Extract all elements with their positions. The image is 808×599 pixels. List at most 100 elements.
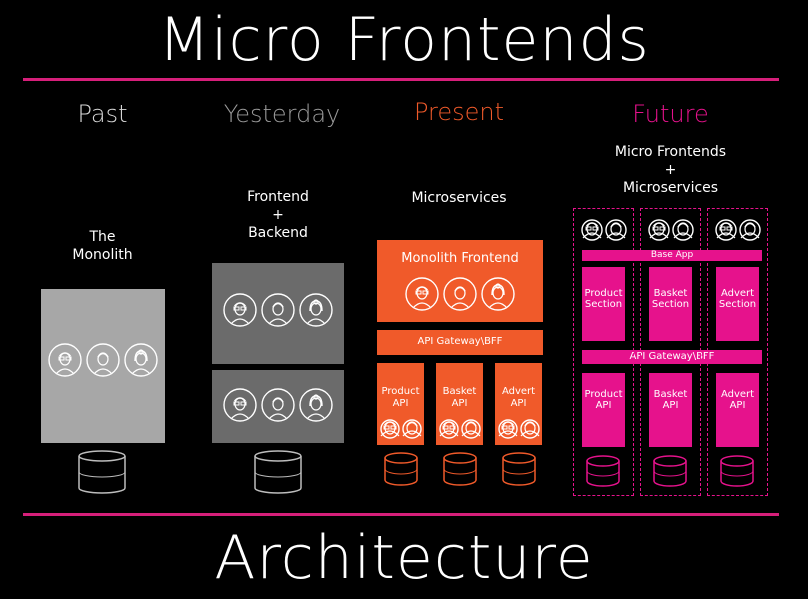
- monolith-block: [41, 289, 165, 443]
- api-block: [649, 373, 692, 447]
- future-label-line2: +: [664, 162, 677, 178]
- service-label-line1: Product: [381, 386, 420, 397]
- api-label-line1: Product: [584, 389, 623, 400]
- era-past: Past: [77, 100, 128, 128]
- person-icon: [404, 276, 440, 312]
- present-label: Microservices: [411, 190, 507, 206]
- database-icon: [254, 450, 302, 494]
- bottom-divider: [23, 513, 779, 516]
- service-label-line2: API: [392, 398, 409, 409]
- person-icon: [260, 387, 296, 423]
- person-icon: [401, 418, 423, 440]
- monolith-frontend-label: Monolith Frontend: [401, 251, 519, 266]
- era-future: Future: [632, 100, 709, 128]
- service-label-line2: API: [451, 398, 468, 409]
- person-icon: [604, 218, 628, 242]
- api-label-line2: API: [662, 400, 679, 411]
- top-divider: [23, 78, 779, 81]
- section-label-line1: Basket: [653, 288, 688, 299]
- past-label-line2: Monolith: [72, 247, 133, 263]
- database-icon: [384, 452, 418, 486]
- future-team-icons: [573, 216, 634, 244]
- future-label-line1: Micro Frontends: [614, 144, 727, 160]
- service-team-icons: [436, 417, 483, 441]
- section-block: [649, 267, 692, 341]
- person-icon: [298, 292, 334, 328]
- person-icon: [47, 342, 83, 378]
- person-icon: [260, 292, 296, 328]
- footer-title: Architecture: [214, 523, 594, 593]
- service-label-line1: Basket: [442, 386, 477, 397]
- database-icon: [720, 455, 754, 487]
- yesterday-label-line3: Backend: [248, 225, 308, 241]
- frontend-team-icons: [212, 288, 344, 332]
- person-icon: [480, 276, 516, 312]
- database-icon: [586, 455, 620, 487]
- person-icon: [438, 418, 460, 440]
- api-label-line2: API: [729, 400, 746, 411]
- base-app-label: Base App: [650, 250, 694, 260]
- future-gateway-bar: [582, 350, 762, 364]
- service-label-line1: Advert: [501, 386, 536, 397]
- section-label-line2: Section: [718, 299, 757, 310]
- service-label-line2: API: [510, 398, 527, 409]
- section-label-line1: Product: [584, 288, 623, 299]
- person-icon: [738, 218, 762, 242]
- database-icon: [78, 450, 126, 494]
- section-label-line2: Section: [584, 299, 623, 310]
- person-icon: [442, 276, 478, 312]
- api-label-line2: API: [595, 400, 612, 411]
- service-team-icons: [495, 417, 542, 441]
- database-icon: [653, 455, 687, 487]
- future-lane-border: [640, 208, 701, 496]
- future-lane-border: [573, 208, 634, 496]
- person-icon: [580, 218, 604, 242]
- person-icon: [519, 418, 541, 440]
- monolith-frontend-block: [377, 240, 543, 322]
- database-icon: [502, 452, 536, 486]
- future-team-icons: [640, 216, 701, 244]
- person-icon: [497, 418, 519, 440]
- era-yesterday: Yesterday: [223, 100, 341, 128]
- person-icon: [222, 292, 258, 328]
- yesterday-label-line1: Frontend: [247, 189, 309, 205]
- page-title: Micro Frontends: [158, 5, 650, 75]
- section-label-line1: Advert: [720, 288, 755, 299]
- present-gateway-label: API Gateway\BFF: [417, 336, 503, 347]
- era-present: Present: [413, 98, 505, 126]
- person-icon: [298, 387, 334, 423]
- section-block: [716, 267, 759, 341]
- past-label-line1: The: [89, 229, 116, 245]
- service-team-icons: [377, 417, 424, 441]
- present-gateway-block: [377, 330, 543, 355]
- section-label-line2: Section: [651, 299, 690, 310]
- person-icon: [222, 387, 258, 423]
- backend-team-icons: [212, 383, 344, 427]
- api-block: [582, 373, 625, 447]
- future-label-line3: Microservices: [622, 180, 719, 196]
- api-block: [716, 373, 759, 447]
- database-icon: [443, 452, 477, 486]
- person-icon: [647, 218, 671, 242]
- past-team-icons: [41, 338, 165, 382]
- section-block: [582, 267, 625, 341]
- frontend-block: [212, 263, 344, 364]
- person-icon: [123, 342, 159, 378]
- person-icon: [379, 418, 401, 440]
- base-app-bar: [582, 250, 762, 261]
- future-gateway-label: API Gateway\BFF: [629, 351, 715, 362]
- yesterday-label-line2: +: [272, 207, 284, 223]
- api-label-line1: Advert: [720, 389, 755, 400]
- future-lane-border: [707, 208, 768, 496]
- future-team-icons: [707, 216, 768, 244]
- person-icon: [671, 218, 695, 242]
- person-icon: [85, 342, 121, 378]
